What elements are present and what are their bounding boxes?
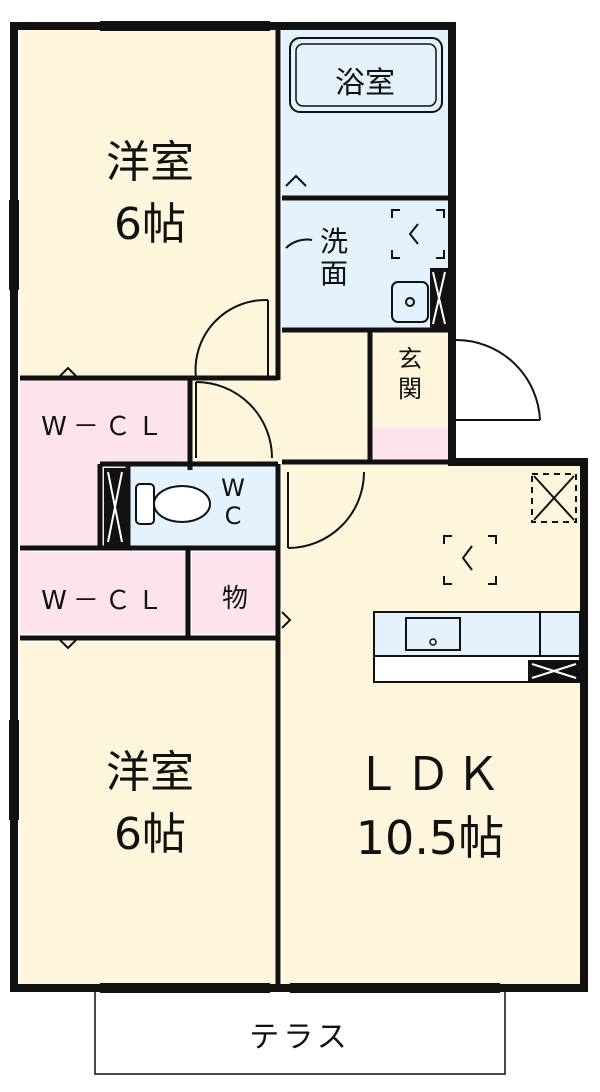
wash-basin	[391, 281, 429, 323]
western-room-2-label: 洋室 6帖	[50, 742, 250, 866]
western-room-1-name: 洋室	[106, 137, 194, 188]
bathroom-label: 浴室	[335, 66, 395, 101]
western-room-1-size: 6帖	[114, 199, 186, 250]
washroom-char-2: 面	[319, 257, 348, 290]
entrance-floor	[370, 332, 448, 428]
washroom-floor	[282, 198, 448, 330]
bathroom-floor	[282, 30, 448, 198]
washing-machine-icon	[391, 209, 445, 259]
storage-floor	[192, 552, 276, 634]
doors	[59, 174, 541, 650]
ldk-label: ＬＤＫ 10.5帖	[300, 742, 560, 870]
entrance-label: 玄 関	[390, 344, 430, 404]
ldk-name: ＬＤＫ	[355, 747, 505, 801]
entrance-char-1: 玄	[398, 345, 422, 373]
kitchen-counter	[373, 611, 581, 657]
wc-char-2: C	[224, 502, 242, 530]
washroom-label: 洗 面	[314, 226, 354, 290]
wc-label: W C	[218, 474, 248, 530]
western-room-2-size: 6帖	[114, 809, 186, 860]
appliance-space-icon	[443, 535, 497, 585]
wcl-2-label: W－ＣＬ	[41, 586, 169, 616]
western-room-1-floor	[20, 30, 276, 376]
wc-char-1: W	[221, 474, 245, 502]
ldk-size: 10.5帖	[355, 811, 505, 865]
entrance-char-2: 関	[398, 375, 422, 403]
washroom-char-1: 洗	[319, 225, 348, 258]
terrace-outline	[94, 989, 506, 1075]
bathtub	[289, 37, 443, 113]
wcl-1-label: W－ＣＬ	[41, 412, 169, 442]
windows	[9, 21, 500, 993]
exterior-walls	[10, 22, 588, 992]
kitchen-sink	[405, 617, 461, 651]
refrigerator-icon	[531, 473, 577, 523]
western-room-2-name: 洋室	[106, 747, 194, 798]
wcl-2-floor	[20, 552, 188, 634]
western-room-2-floor	[20, 642, 276, 984]
western-room-1-label: 洋室 6帖	[50, 132, 250, 256]
entrance-step	[370, 428, 448, 462]
terrace-label: テラス	[249, 1020, 351, 1055]
interior-walls	[20, 30, 452, 988]
ldk-floor	[282, 462, 582, 984]
toilet-icon	[135, 483, 211, 525]
storage-label: 物	[221, 584, 248, 614]
